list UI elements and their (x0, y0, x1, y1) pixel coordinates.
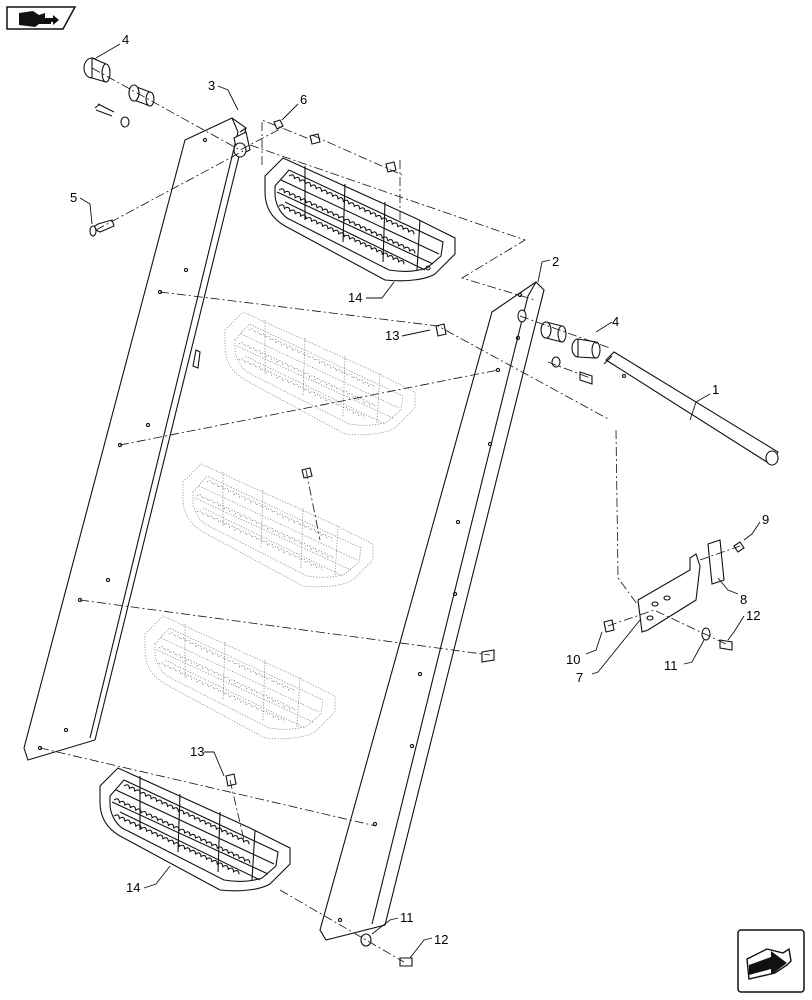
callout-4: 4 (122, 32, 129, 47)
book-arrow-icon[interactable] (5, 5, 77, 31)
callout-4: 4 (612, 314, 619, 329)
bracket-assembly (603, 539, 745, 651)
callout-8: 8 (740, 592, 747, 607)
callout-14: 14 (348, 290, 362, 305)
callout-13: 13 (385, 328, 399, 343)
bolt-5 (89, 219, 115, 237)
step-top (264, 157, 456, 282)
left-top-hardware (83, 57, 284, 158)
shaft (603, 351, 779, 466)
callout-2: 2 (552, 254, 559, 269)
callout-13: 13 (190, 744, 204, 759)
step-3 (182, 463, 374, 588)
callout-12: 12 (434, 932, 448, 947)
callout-3: 3 (208, 78, 215, 93)
callout-6: 6 (300, 92, 307, 107)
leader-lines (79, 43, 761, 959)
step-bottom (99, 767, 291, 892)
step-4 (144, 615, 336, 740)
center-lines (39, 67, 741, 963)
callout-1: 1 (712, 382, 719, 397)
callout-11: 11 (664, 658, 678, 673)
callout-12: 12 (746, 608, 760, 623)
callout-9: 9 (762, 512, 769, 527)
callout-labels: 4 3 6 5 14 2 13 4 1 9 8 12 10 11 7 13 14… (70, 32, 769, 947)
callout-14: 14 (126, 880, 140, 895)
right-stringer (319, 281, 545, 941)
callout-11: 11 (400, 910, 414, 925)
callout-7: 7 (576, 670, 583, 685)
next-page-arrow-icon[interactable] (737, 929, 805, 993)
callout-10: 10 (566, 652, 580, 667)
callout-5: 5 (70, 190, 77, 205)
right-top-hardware (435, 309, 601, 385)
